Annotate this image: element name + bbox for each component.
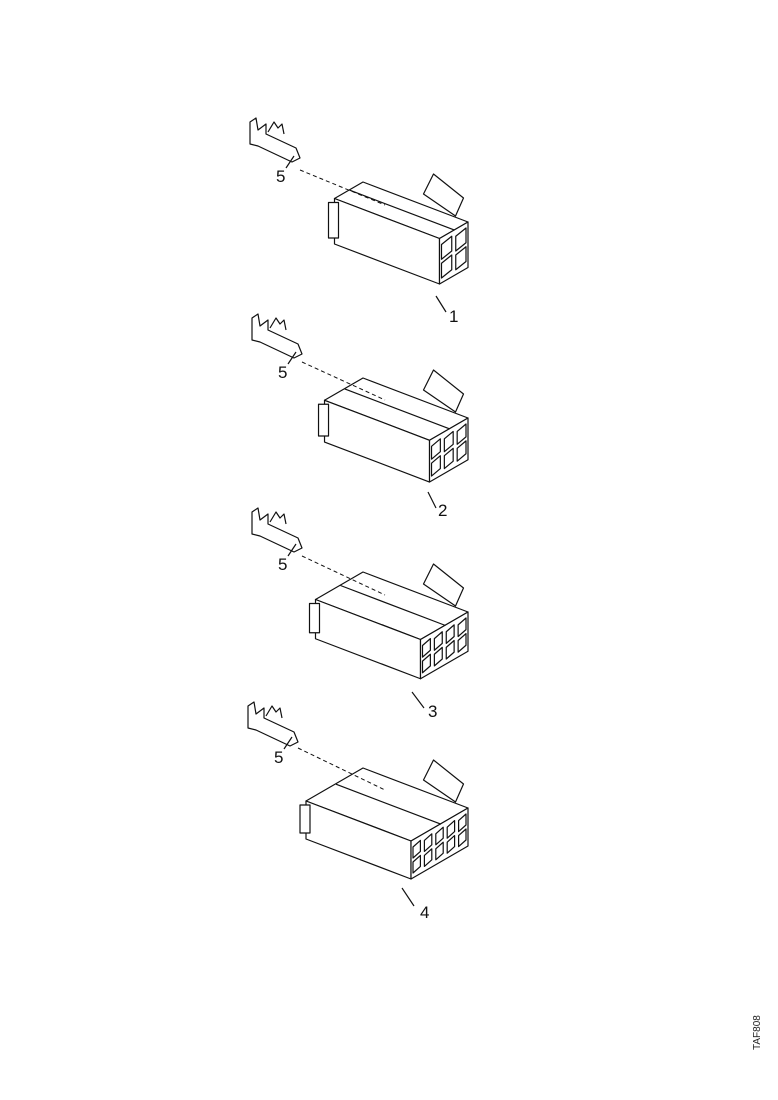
terminal-cavities [412, 813, 467, 874]
cavity [430, 455, 441, 477]
cavity [456, 440, 467, 462]
cavity [421, 653, 431, 674]
crimp-terminal [251, 507, 303, 553]
figure-id: TAF808 [752, 1015, 763, 1050]
cavity [455, 246, 467, 271]
callout-housing: 3 [428, 702, 437, 721]
housing-body [308, 571, 469, 680]
callout-terminal: 5 [274, 748, 283, 767]
assembly-leader [297, 747, 386, 791]
housing-body [327, 181, 469, 285]
cavity [440, 254, 453, 279]
cavity [455, 227, 467, 252]
cavity [430, 438, 441, 460]
cavity [412, 839, 421, 859]
cavity [433, 631, 443, 651]
cavity [445, 624, 455, 644]
assembly-leader [299, 169, 386, 206]
assembly-leader [301, 361, 386, 401]
crimp-terminal [249, 117, 301, 163]
connector-housing-12-pin: 52 [251, 313, 469, 520]
connector-housing-16-pin: 53 [251, 507, 469, 721]
cavity [443, 447, 454, 470]
callout-leader [435, 295, 447, 313]
cavity [423, 848, 433, 868]
housing-body [299, 767, 469, 880]
terminal-cavities [430, 423, 467, 477]
terminal-cavities [440, 227, 467, 279]
connector-housing-20-pin: 54 [247, 701, 469, 922]
cavity [435, 841, 444, 861]
cavity [443, 430, 454, 453]
connector-housing-8-pin: 51 [249, 117, 469, 326]
cavity [435, 826, 444, 846]
cavity [457, 633, 467, 653]
cavity [456, 423, 467, 445]
callout-terminal: 5 [278, 363, 287, 382]
crimp-terminal [251, 313, 303, 359]
callout-leader [427, 491, 437, 509]
callout-terminal: 5 [278, 555, 287, 574]
callout-leader [411, 691, 425, 709]
cavity [433, 646, 443, 667]
terminal-cavities [421, 617, 467, 674]
cavity [412, 854, 421, 874]
cavity [421, 638, 431, 658]
locking-latch [422, 563, 465, 607]
locking-latch [422, 369, 465, 413]
callout-terminal: 5 [276, 167, 285, 186]
locking-latch [422, 173, 465, 217]
cavity [446, 819, 456, 839]
cavity [445, 639, 455, 660]
callout-housing: 4 [420, 903, 429, 922]
callout-housing: 2 [438, 501, 447, 520]
cavity [457, 617, 467, 638]
cavity [458, 813, 467, 833]
assembly-leader [301, 555, 386, 596]
housing-body [317, 377, 469, 483]
cavity [446, 834, 456, 854]
cavity [440, 235, 453, 260]
callout-housing: 1 [449, 307, 458, 326]
locking-latch [422, 759, 465, 803]
cavity [458, 828, 467, 848]
cavity [423, 833, 433, 853]
callout-leader [401, 887, 415, 907]
crimp-terminal [247, 701, 299, 747]
